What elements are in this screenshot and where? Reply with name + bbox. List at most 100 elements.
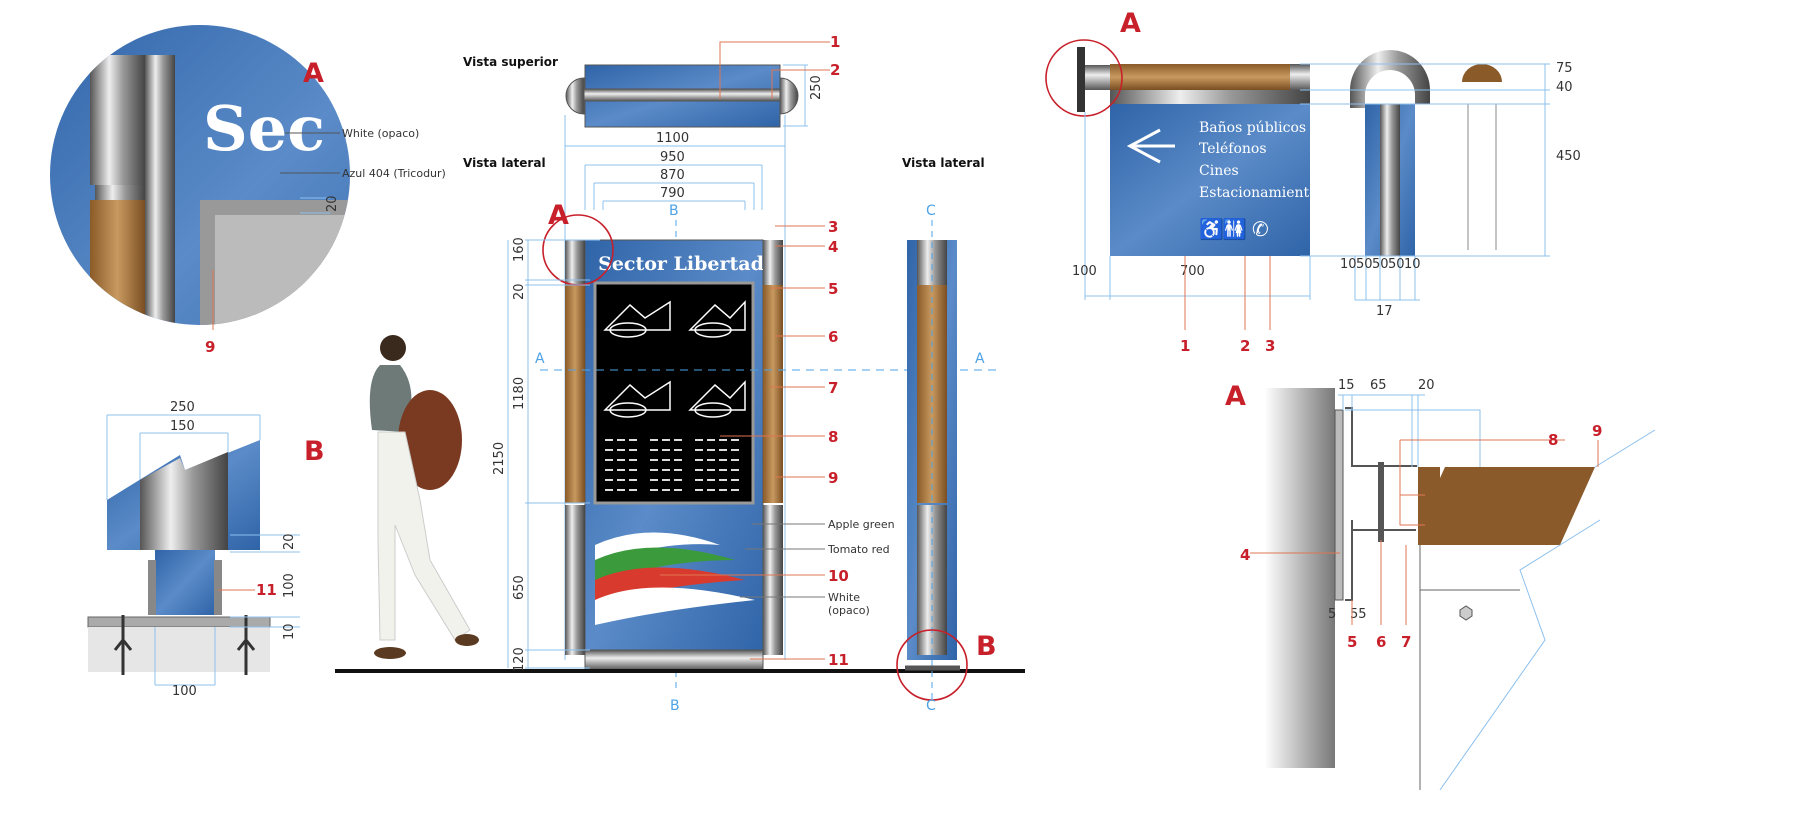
detail-b-letter: B <box>976 631 997 662</box>
wheelchair-icon: ♿ <box>1199 217 1224 241</box>
sign-line-4: Estacionamiento <box>1199 185 1318 201</box>
dim-1180: 1180 <box>512 377 527 410</box>
color-label-green: Apple green <box>828 518 895 531</box>
dim-2150: 2150 <box>492 442 507 475</box>
dim-150: 150 <box>170 419 195 434</box>
steel-frame <box>145 55 175 325</box>
detail-b: 250 150 B 20 100 10 100 11 <box>87 400 325 699</box>
ref-5: 5 <box>1347 633 1357 651</box>
hanging-sign: Baños públicos Teléfonos Cines Estaciona… <box>1045 8 1581 355</box>
ref-8: 8 <box>828 428 838 446</box>
ref-3: 3 <box>828 218 838 236</box>
dim-side-10b: 10 <box>1404 257 1421 272</box>
dim-40: 40 <box>1556 80 1573 95</box>
ref-8: 8 <box>1548 431 1558 449</box>
section-mark-c-top: C <box>926 203 936 219</box>
section-mark-c-bottom: C <box>926 698 936 714</box>
wood-beam <box>1418 467 1595 545</box>
ref-3: 3 <box>1265 337 1275 355</box>
ref-2: 2 <box>1240 337 1250 355</box>
ref-7: 7 <box>1401 633 1411 651</box>
flag-graphic <box>595 532 755 625</box>
color-label-white-sub: (opaco) <box>828 604 870 617</box>
floor-plan-icons <box>603 300 746 418</box>
dim-side-50b: 50 <box>1372 257 1389 272</box>
color-label-white: White (opaco) <box>342 127 419 140</box>
dim-20: 20 <box>1418 378 1435 393</box>
dim-65: 65 <box>1370 378 1387 393</box>
ref-9: 9 <box>1592 422 1602 440</box>
sign-line-3: Cines <box>1199 163 1239 179</box>
view-title-lateral-2: Vista lateral <box>902 156 985 170</box>
totem-title: Sector Libertad <box>598 253 764 275</box>
color-label-white: White <box>828 591 860 604</box>
wood-post <box>90 200 145 325</box>
dim-700: 700 <box>1180 264 1205 279</box>
person-figure <box>369 335 479 659</box>
directory-board <box>593 281 755 505</box>
restroom-icon: 🚻 <box>1222 217 1247 241</box>
dim-15: 15 <box>1338 378 1355 393</box>
dim-120: 120 <box>512 647 527 672</box>
dim-17: 17 <box>1376 304 1393 319</box>
totem-side-view: Vista lateral C B C <box>896 156 997 714</box>
anchor-bolts <box>113 615 256 675</box>
dim-side-10a: 10 <box>1340 257 1357 272</box>
detail-a-top: Sec A White (opaco) Azul 404 (Tricodur) … <box>50 25 446 356</box>
base-plate <box>87 616 271 628</box>
ref-2: 2 <box>830 61 840 79</box>
ref-5: 5 <box>828 280 838 298</box>
view-title-top: Vista superior <box>463 55 558 69</box>
dim-side-50a: 50 <box>1356 257 1373 272</box>
dim-100v: 100 <box>282 573 297 598</box>
totem-top-view: Vista superior 250 1100 950 870 790 1 2 <box>463 33 840 660</box>
detail-a-letter: A <box>548 200 569 231</box>
ref-10: 10 <box>828 567 849 585</box>
sign-line-1: Baños públicos <box>1199 120 1306 136</box>
view-title-lateral-1: Vista lateral <box>463 156 546 170</box>
steel-post <box>90 55 145 185</box>
dim-450: 450 <box>1556 149 1581 164</box>
dim-100h: 100 <box>172 684 197 699</box>
dim-160: 160 <box>512 237 527 262</box>
rail-section <box>1462 64 1502 82</box>
ref-6: 6 <box>1376 633 1386 651</box>
section-mark-b-top: B <box>669 203 679 219</box>
dim-20: 20 <box>512 283 527 300</box>
dim-790: 790 <box>660 186 685 201</box>
ref-11: 11 <box>256 581 277 599</box>
ref-1: 1 <box>1180 337 1190 355</box>
dim-10: 10 <box>282 623 297 640</box>
dim-side-50c: 50 <box>1388 257 1405 272</box>
sample-text: Sec <box>203 92 325 165</box>
base-tube <box>155 550 215 615</box>
wall <box>1265 388 1335 768</box>
sign-line-2: Teléfonos <box>1199 141 1267 157</box>
ref-4: 4 <box>1240 546 1250 564</box>
dim-250: 250 <box>809 75 824 100</box>
dim-1100: 1100 <box>656 131 689 146</box>
ref-9: 9 <box>205 338 215 356</box>
totem-base <box>584 649 764 671</box>
detail-letter: A <box>303 58 324 89</box>
wood-post-left <box>565 285 585 503</box>
nut <box>1459 605 1473 621</box>
detail-b-marker <box>896 629 968 701</box>
ref-9: 9 <box>828 469 838 487</box>
dim-650: 650 <box>512 575 527 600</box>
ref-1: 1 <box>830 33 840 51</box>
section-mark-a-left: A <box>535 351 545 367</box>
dim-5: 5 <box>1328 607 1336 622</box>
ref-leaders <box>660 225 825 660</box>
color-label-blue: Azul 404 (Tricodur) <box>342 167 446 180</box>
arrow-left-icon <box>1126 128 1175 164</box>
dim-55: 55 <box>1350 607 1367 622</box>
sign-panel <box>1110 104 1310 256</box>
elbow-profile <box>1350 50 1430 108</box>
wood-rail <box>1110 64 1300 90</box>
detail-a-bracket: A 15 65 20 5 55 4 8 9 5 6 7 <box>1225 378 1656 791</box>
detail-letter-b: B <box>304 436 325 467</box>
directory-list <box>605 439 740 491</box>
dim-950: 950 <box>660 150 685 165</box>
